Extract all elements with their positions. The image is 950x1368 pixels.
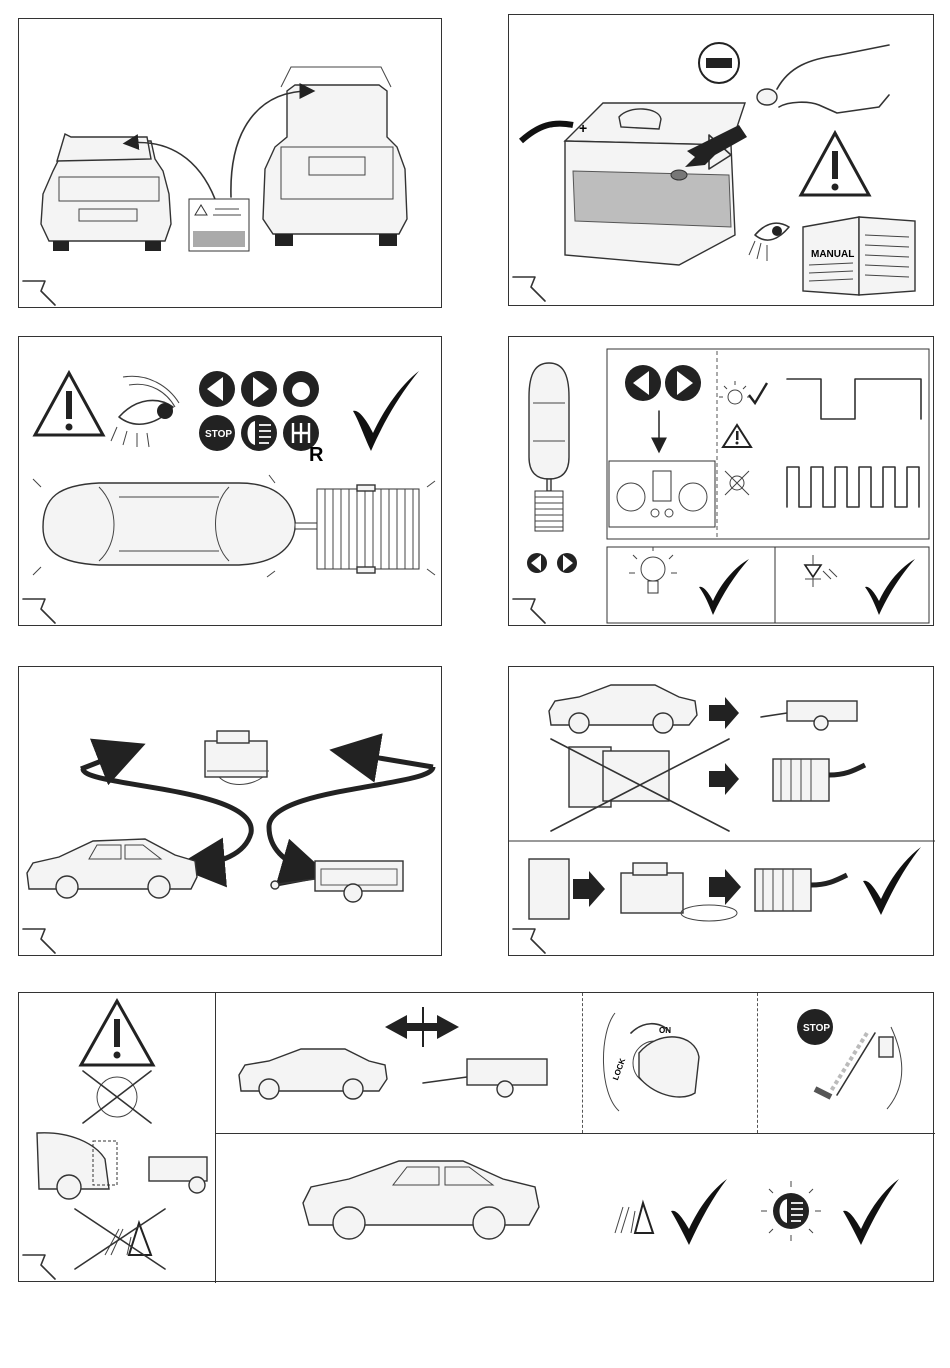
trailer-icon	[761, 701, 857, 730]
sedan-rear-illustration	[41, 134, 171, 251]
fog-light-crossed-icon	[83, 1071, 151, 1123]
trailer-icon	[423, 1059, 547, 1097]
hazard-light-icon	[283, 371, 319, 407]
warning-triangle-icon	[723, 425, 751, 447]
turn-left-icon	[527, 553, 547, 573]
reverse-gear-icon: R	[283, 415, 324, 466]
battery-icon: +	[565, 103, 745, 265]
checkmark-icon	[865, 559, 915, 615]
sedan-side-illustration	[27, 839, 197, 898]
car-trailer-rear-view	[37, 1133, 207, 1199]
turn-right-icon	[665, 365, 701, 401]
panel-adapter-usage	[508, 666, 934, 956]
checkmark-icon	[353, 371, 419, 451]
panel-trailer-lights-check: STOP R	[18, 336, 442, 626]
indicator-ok-icon	[719, 381, 767, 404]
panel-connector-routing	[18, 666, 442, 956]
minus-sign-icon	[699, 43, 739, 83]
manual-label: MANUAL	[811, 249, 854, 260]
led-icon	[805, 555, 837, 587]
instrument-cluster	[609, 461, 715, 527]
sedan-side-illustration	[303, 1161, 539, 1239]
eye-icon	[749, 223, 789, 261]
battery-plus-label: +	[579, 120, 587, 136]
warning-triangle-icon	[801, 133, 869, 195]
panel-trunk-location	[18, 18, 442, 308]
checkmark-icon	[671, 1179, 727, 1245]
stop-label: STOP	[803, 1023, 830, 1034]
checkmark-icon	[699, 559, 749, 615]
ignition-key-icon: LOCK ON	[603, 1013, 699, 1111]
stop-sign-icon: STOP	[199, 415, 235, 451]
checkmark-icon	[843, 1179, 899, 1245]
turn-left-icon	[199, 371, 235, 407]
panel-final-checks: LOCK ON STOP	[18, 992, 934, 1282]
stop-label: STOP	[205, 429, 232, 440]
turn-right-icon	[241, 371, 277, 407]
trailer-icon	[271, 861, 403, 902]
wrong-connection-illustration	[551, 739, 729, 831]
fog-light-icon	[761, 1181, 821, 1241]
lock-label: LOCK	[611, 1057, 627, 1082]
warning-triangle-icon	[81, 1001, 153, 1065]
connector-plug-icon	[205, 731, 269, 785]
turn-right-icon	[557, 553, 577, 573]
fog-light-icon	[241, 415, 277, 451]
parking-sensor-crossed-icon	[75, 1209, 165, 1269]
reverse-label: R	[309, 444, 324, 466]
panel-dashboard-indicator	[508, 336, 934, 626]
panel-battery-disconnect: + MANUAL	[508, 14, 934, 306]
parking-sensor-icon	[615, 1203, 653, 1233]
sedan-side-illustration	[549, 685, 697, 733]
checkmark-icon	[863, 847, 921, 915]
warning-triangle-icon	[35, 373, 103, 435]
sedan-side-illustration	[239, 1049, 387, 1099]
stop-sign-icon: STOP	[797, 1009, 833, 1045]
double-arrow-icon	[385, 1007, 459, 1047]
manual-book-icon: MANUAL	[803, 217, 915, 295]
instruction-sticker	[189, 199, 249, 251]
bulb-icon	[629, 547, 677, 593]
indicator-fail-icon	[725, 471, 749, 495]
eye-icon	[111, 376, 179, 447]
car-trailer-top-view	[33, 475, 435, 577]
connector-plug-icon	[755, 869, 847, 911]
connector-plug-icon	[773, 759, 865, 801]
car-trailer-vertical	[529, 363, 569, 531]
turn-left-icon	[625, 365, 661, 401]
